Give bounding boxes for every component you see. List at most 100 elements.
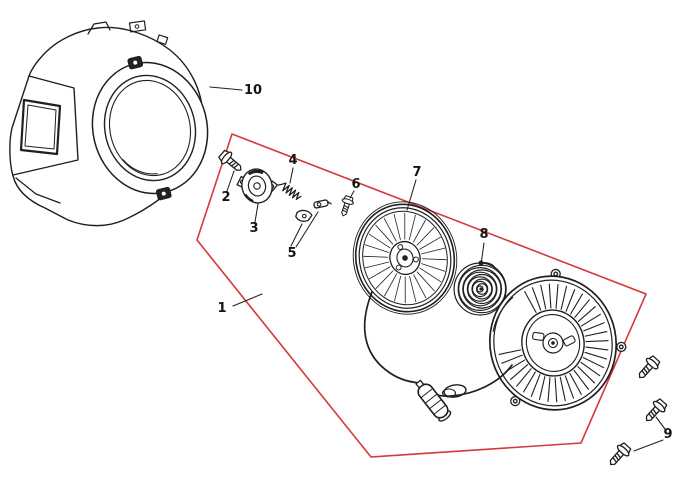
spring-coil bbox=[277, 182, 302, 200]
callout-5: 5 bbox=[287, 246, 296, 261]
reel-spoke bbox=[404, 276, 406, 304]
reel-spoke bbox=[419, 236, 442, 250]
housing-pawl-right bbox=[562, 335, 576, 347]
fan-cover-clip-hole bbox=[134, 24, 140, 29]
reel-spoke bbox=[364, 244, 389, 253]
callout-2: 2 bbox=[221, 190, 230, 205]
pawl-hole bbox=[301, 213, 307, 219]
fan-cover-ring bbox=[91, 55, 209, 201]
fan-cover-clip-2 bbox=[156, 34, 169, 45]
lever-hole bbox=[316, 202, 322, 207]
callout-3: 3 bbox=[249, 221, 258, 236]
callout-7: 7 bbox=[412, 165, 421, 180]
reel-rim-3 bbox=[362, 210, 448, 306]
housing-vent bbox=[577, 366, 596, 384]
reel-spoke bbox=[421, 258, 447, 261]
reel-rope-groove bbox=[352, 201, 458, 315]
leader-1 bbox=[232, 293, 263, 307]
callout-8: 8 bbox=[479, 227, 488, 242]
reel-spoke bbox=[363, 255, 389, 258]
housing-vent bbox=[577, 306, 596, 322]
ring-tab-bottom-hole bbox=[161, 191, 166, 196]
fan-cover-clip bbox=[128, 20, 147, 33]
bolt-9b bbox=[640, 396, 670, 426]
housing-vent bbox=[573, 369, 589, 390]
starter-cup-3 bbox=[236, 168, 279, 204]
leader-5a bbox=[290, 223, 303, 247]
housing-vent bbox=[580, 361, 601, 377]
fan-cover-foot bbox=[15, 177, 61, 204]
housing-vent bbox=[559, 376, 566, 402]
rope-reel-7 bbox=[352, 201, 458, 315]
reel-spoke bbox=[421, 263, 446, 272]
ring-inner bbox=[108, 79, 192, 177]
housing-vent bbox=[554, 377, 558, 403]
handle-rib-3 bbox=[429, 399, 442, 410]
grip-handle bbox=[415, 379, 452, 422]
leader-3 bbox=[254, 203, 259, 223]
handle-rib-1 bbox=[420, 388, 434, 399]
reel-spoke bbox=[368, 233, 391, 249]
reel-spoke bbox=[375, 270, 394, 289]
housing-hub bbox=[542, 332, 564, 354]
housing-vent bbox=[547, 377, 551, 402]
fan-cover-opening bbox=[19, 98, 62, 156]
fan-cover-top-tab bbox=[87, 21, 111, 35]
ear-hole bbox=[618, 344, 624, 350]
housing-vent bbox=[530, 374, 541, 397]
reel-spoke bbox=[368, 266, 391, 280]
housing-inner-ring-2 bbox=[525, 314, 581, 372]
housing-vent bbox=[582, 357, 605, 369]
housing-vent bbox=[564, 375, 575, 399]
lever-hook bbox=[327, 200, 332, 205]
ring-depth-arc bbox=[122, 159, 158, 175]
reel-spoke bbox=[384, 273, 397, 297]
leader-5b bbox=[295, 211, 319, 248]
rope-from-reel bbox=[363, 291, 420, 384]
reel-spoke bbox=[408, 214, 416, 241]
reel-spoke bbox=[413, 219, 426, 243]
leader-2 bbox=[226, 170, 235, 192]
housing-vent bbox=[580, 313, 601, 327]
ring-tab-top-hole bbox=[133, 60, 138, 65]
housing-vent bbox=[584, 351, 608, 360]
leader-4 bbox=[289, 167, 294, 184]
reel-spoke bbox=[393, 213, 401, 240]
housing-ear-bottom-left bbox=[510, 395, 521, 407]
cup-slot-2 bbox=[244, 193, 254, 202]
callout-4: 4 bbox=[288, 153, 297, 168]
flange-bolt-2 bbox=[216, 147, 247, 177]
housing-vent bbox=[584, 331, 608, 337]
reel-spoke bbox=[394, 275, 402, 302]
housing-vent bbox=[574, 299, 590, 318]
housing-vent bbox=[560, 285, 568, 310]
callout-6: 6 bbox=[351, 177, 360, 192]
housing-vent bbox=[524, 291, 537, 314]
reel-hub-hole-1 bbox=[413, 256, 419, 263]
rope-loop bbox=[443, 384, 467, 398]
spring-4 bbox=[277, 182, 302, 200]
housing-vent bbox=[583, 322, 605, 332]
leader-7 bbox=[406, 179, 417, 211]
bolt-9a bbox=[633, 353, 663, 383]
housing-vent bbox=[498, 349, 522, 355]
handle-nipple bbox=[415, 379, 425, 389]
pawl-5b bbox=[313, 199, 332, 209]
reel-spoke bbox=[375, 224, 394, 245]
reel-spoke bbox=[404, 212, 406, 240]
housing-vent bbox=[585, 340, 609, 343]
housing-vent bbox=[570, 293, 583, 315]
starter-housing bbox=[488, 268, 627, 411]
reel-spoke bbox=[416, 227, 435, 246]
housing-vent bbox=[540, 284, 547, 310]
bolt-9c bbox=[604, 440, 634, 470]
leader-6 bbox=[349, 190, 355, 199]
reel-spokes bbox=[363, 212, 447, 304]
handle-rib-2 bbox=[424, 393, 438, 404]
leader-lines bbox=[209, 86, 666, 452]
housing-rope-guide bbox=[492, 296, 514, 332]
bolt-6 bbox=[337, 194, 356, 219]
spiral-coils bbox=[453, 262, 507, 316]
